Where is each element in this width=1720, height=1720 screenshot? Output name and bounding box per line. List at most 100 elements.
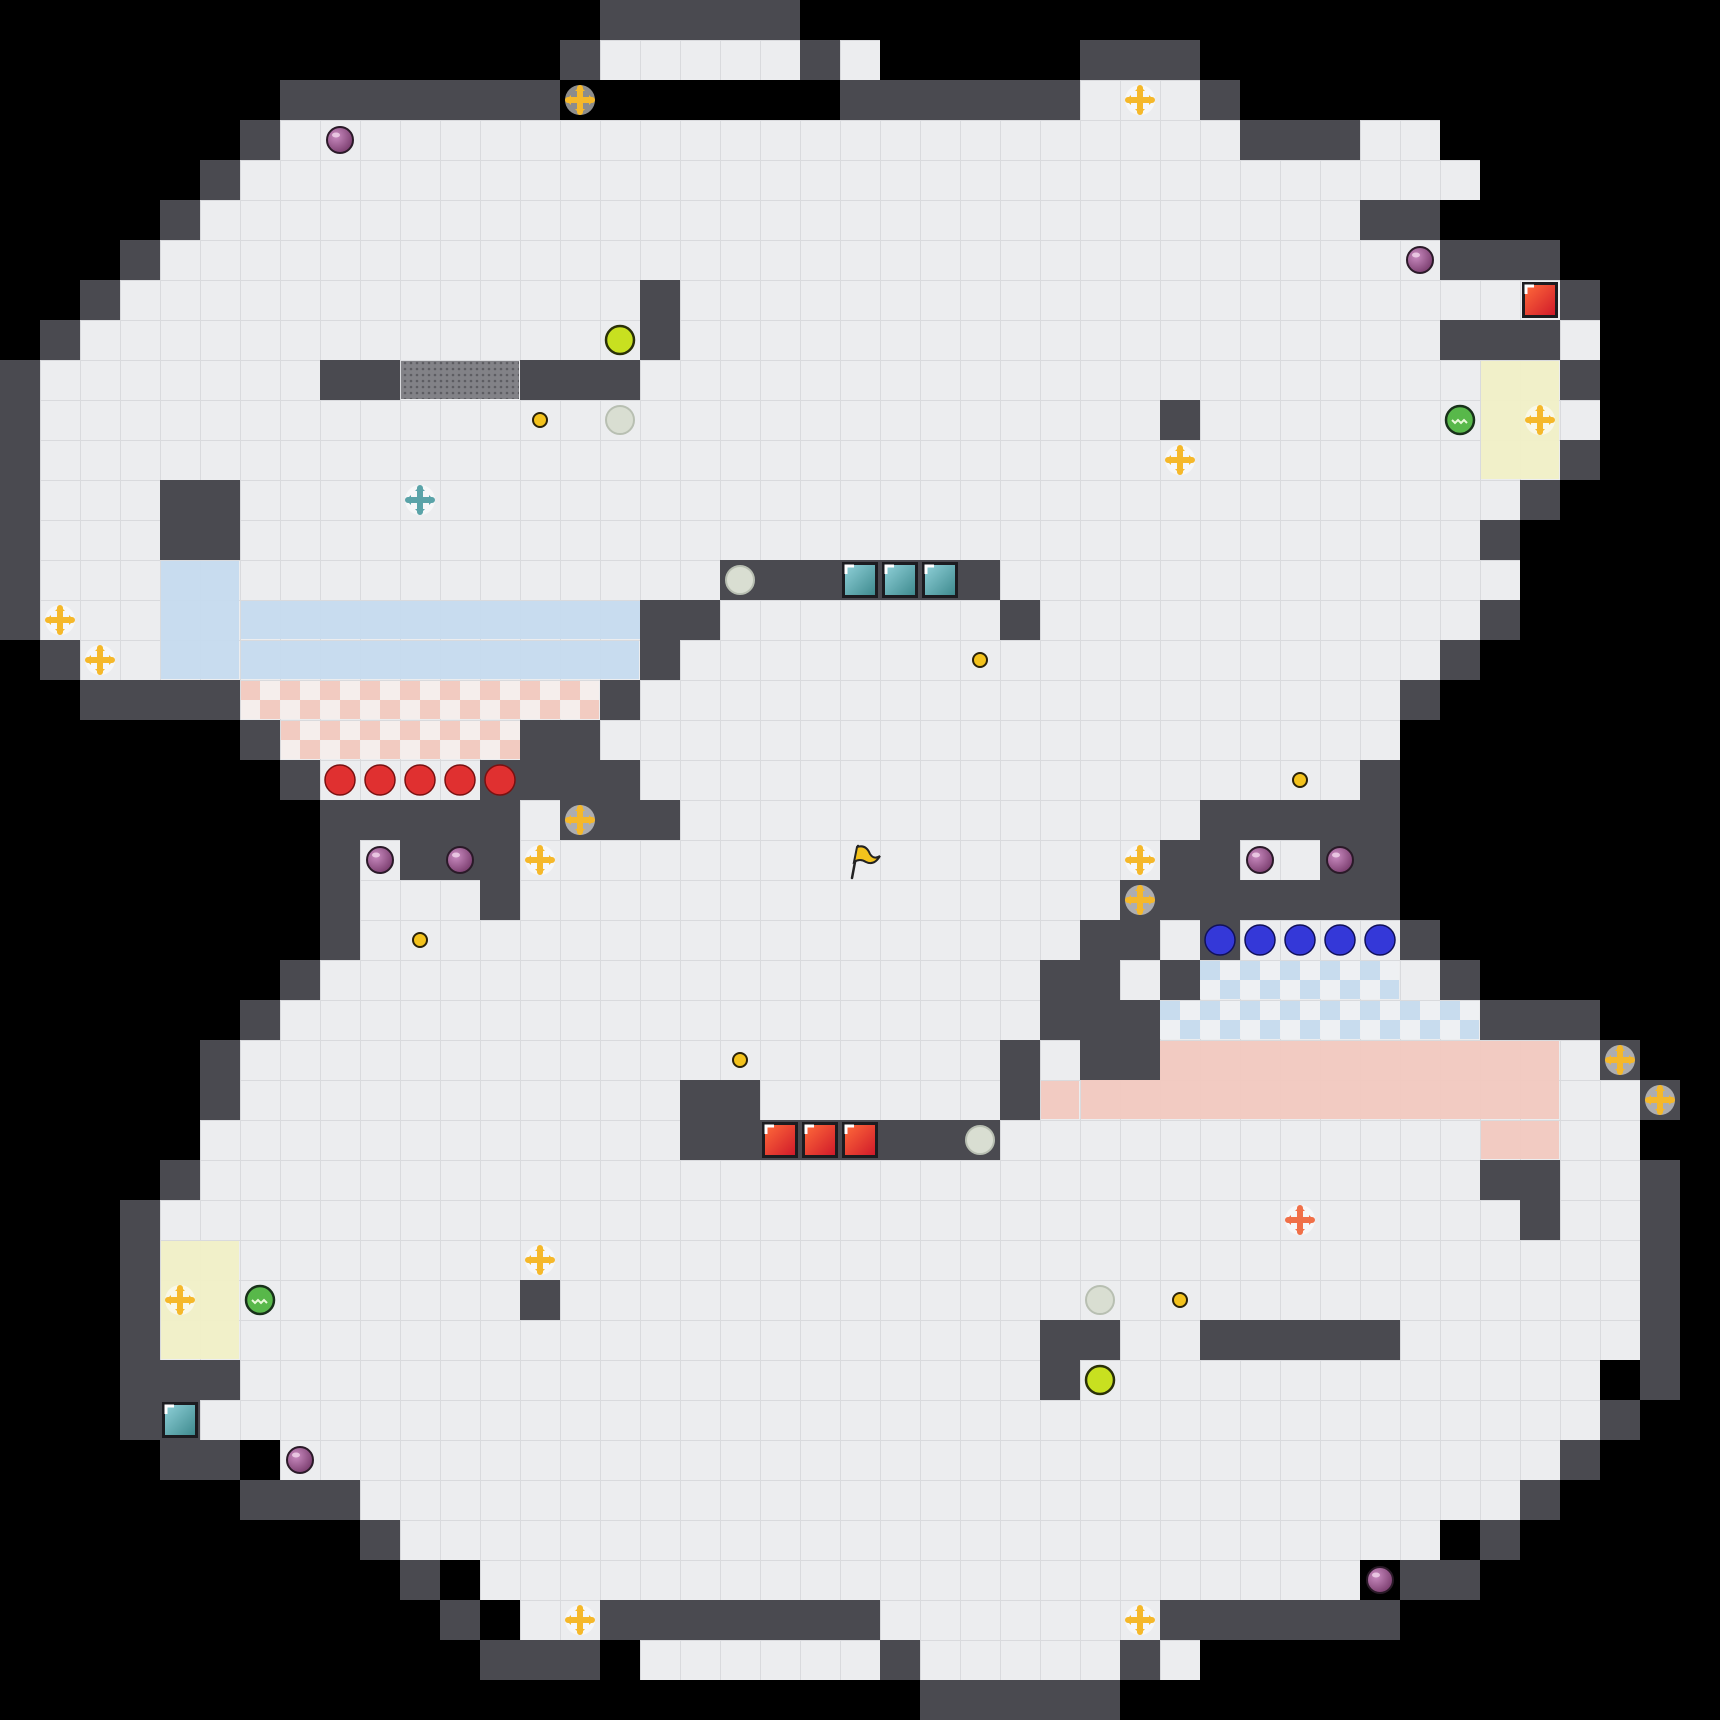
red-ball[interactable] [324,764,356,796]
red-block[interactable] [842,1122,878,1158]
wall-segment [1400,680,1440,720]
red-ball[interactable] [484,764,516,796]
green-orb[interactable] [244,1284,276,1316]
wall-segment [440,1600,480,1640]
teal-block[interactable] [882,562,918,598]
wall-segment [1440,1560,1480,1600]
potion-icon[interactable] [1326,846,1354,874]
teal-block[interactable] [922,562,958,598]
red-block-face [805,1125,835,1155]
red-ball[interactable] [364,764,396,796]
wall-segment [1480,1000,1600,1040]
green-orb[interactable] [1444,404,1476,436]
potion-icon[interactable] [446,846,474,874]
wall-segment [1560,360,1600,400]
lime-orb[interactable] [604,324,636,356]
wall-segment [1160,840,1200,880]
blue-ball[interactable] [1244,924,1276,956]
wall-segment [800,40,840,80]
teal-sparkle-icon[interactable] [405,485,435,515]
wall-segment [240,1480,280,1520]
sparkle-icon[interactable] [1165,445,1195,475]
coin[interactable] [732,1052,748,1068]
sparkle-icon[interactable] [1605,1045,1635,1075]
wall-segment [80,680,240,720]
teal-block[interactable] [842,562,878,598]
wall-segment [960,560,1000,600]
sparkle-icon[interactable] [1125,845,1155,875]
potion-body [1326,846,1354,874]
red-ball[interactable] [404,764,436,796]
sparkle-icon[interactable] [565,85,595,115]
sparkle-icon[interactable] [45,605,75,635]
wall-segment [160,200,200,240]
red-block[interactable] [1522,282,1558,318]
coin[interactable] [972,652,988,668]
floor-row [40,400,1600,440]
potion-icon[interactable] [1366,1566,1394,1594]
green-orb-body [244,1284,276,1316]
blue-ball[interactable] [1204,924,1236,956]
coin[interactable] [412,932,428,948]
potion-shine [372,852,380,858]
coin[interactable] [532,412,548,428]
sparkle-icon[interactable] [85,645,115,675]
sparkle-icon[interactable] [565,805,595,835]
sparkle-icon[interactable] [1125,1605,1155,1635]
wall-segment [1520,1480,1560,1520]
potion-body [1366,1566,1394,1594]
orange-zone [1041,1081,1079,1119]
wall-segment [280,1480,360,1520]
wall-segment [1120,1000,1160,1040]
flag-icon[interactable] [850,844,881,880]
green-orb-body [1444,404,1476,436]
sparkle-icon[interactable] [1525,405,1555,435]
red-block[interactable] [762,1122,798,1158]
potion-body [366,846,394,874]
sparkle-icon[interactable] [1645,1085,1675,1115]
red-ball[interactable] [444,764,476,796]
potion-shine [452,852,460,858]
wall-segment [520,360,640,400]
wall-segment [1200,1600,1400,1640]
sparkle-icon[interactable] [525,1245,555,1275]
orange-sparkle-icon[interactable] [1285,1205,1315,1235]
potion-icon[interactable] [366,846,394,874]
sparkle-icon[interactable] [165,1285,195,1315]
blue-ball[interactable] [1324,924,1356,956]
wall-segment [520,80,560,120]
wall-segment [1320,1320,1400,1360]
potion-icon[interactable] [1246,846,1274,874]
sparkle-icon[interactable] [565,1605,595,1635]
teal-block-shine [164,1404,174,1414]
blue-ball[interactable] [1364,924,1396,956]
sparkle-icon[interactable] [1125,885,1155,915]
sparkle-icon[interactable] [1125,85,1155,115]
potion-icon[interactable] [286,1446,314,1474]
wall-segment [1360,800,1400,840]
teal-block[interactable] [162,1402,198,1438]
wall-segment [1480,600,1520,640]
faded-orb [965,1125,995,1155]
wall-segment [120,240,160,280]
zone-layer [161,361,1559,1359]
wall-segment [640,280,680,320]
coin[interactable] [1292,772,1308,788]
sparkle-icon[interactable] [525,845,555,875]
potion-icon[interactable] [326,126,354,154]
wall-segment [0,400,40,440]
wall-segment [560,720,600,760]
wall-segment [1600,1400,1640,1440]
blue-ball[interactable] [1284,924,1316,956]
potion-icon[interactable] [1406,246,1434,274]
lime-orb[interactable] [1084,1364,1116,1396]
sparkle-icon-cross [1125,885,1155,915]
red-block[interactable] [802,1122,838,1158]
wall-segment [640,320,680,360]
blue-zone [241,601,679,639]
wall-segment [400,800,520,840]
floor-row [160,1200,1640,1240]
wall-segment [1640,1280,1680,1320]
potion-shine [1372,1572,1380,1578]
coin[interactable] [1172,1292,1188,1308]
